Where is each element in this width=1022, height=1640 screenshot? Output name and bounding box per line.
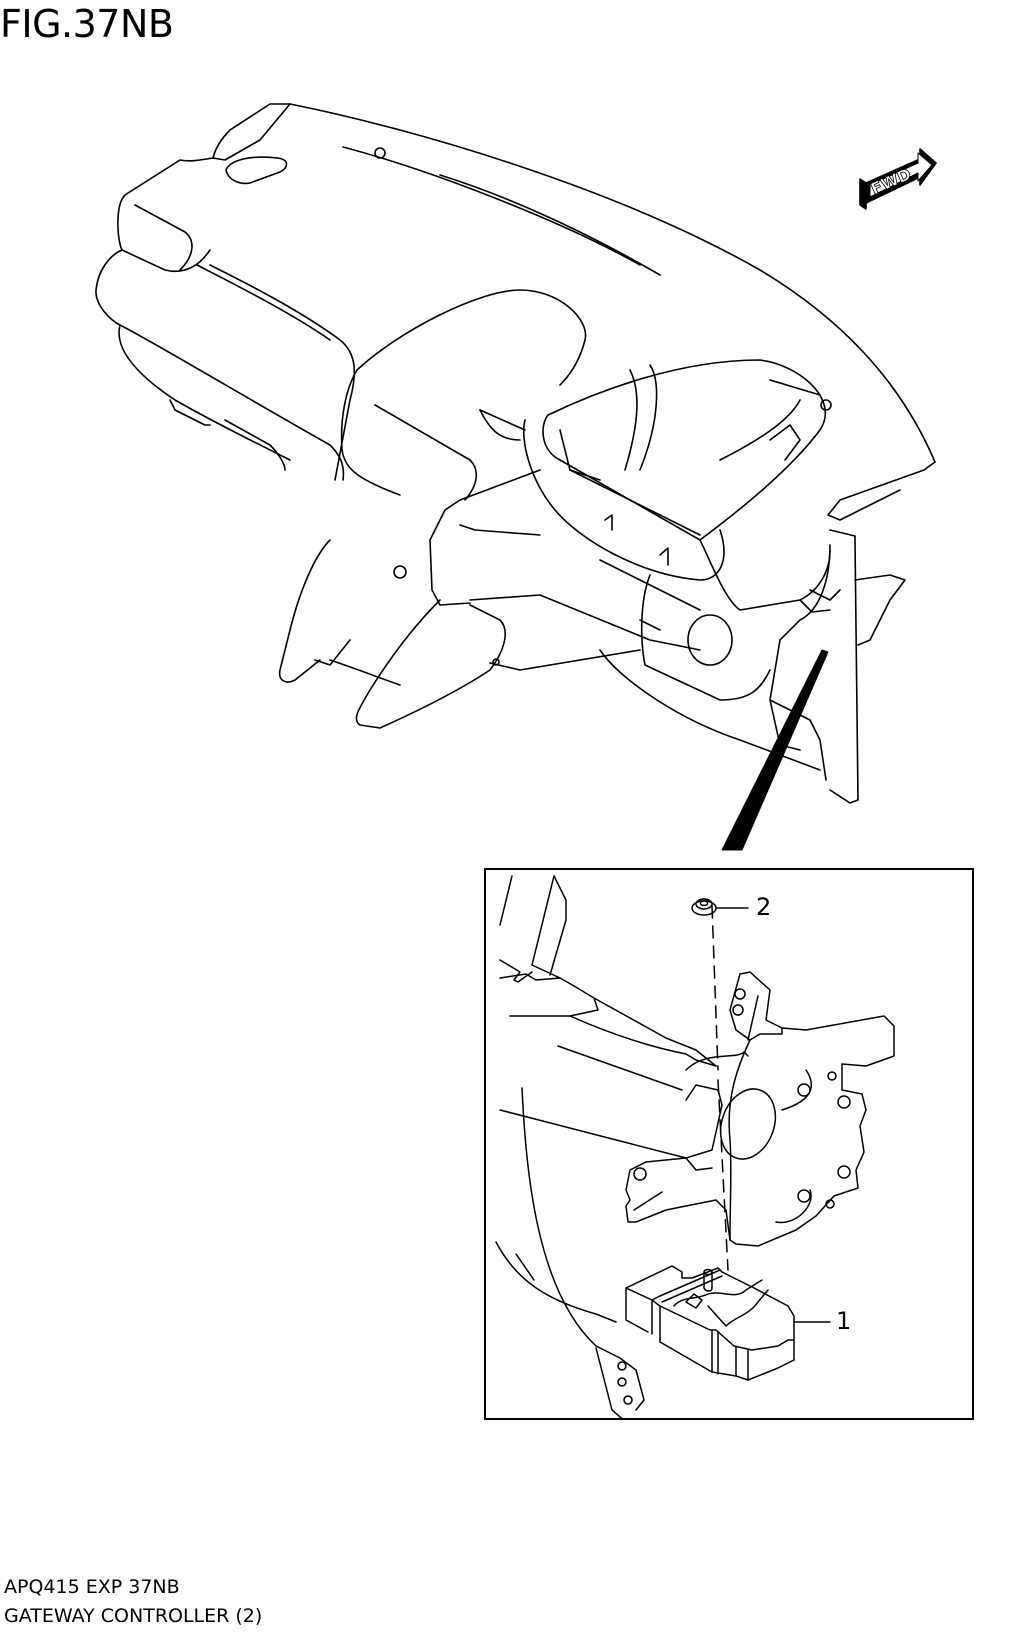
figure-code: APQ415 EXP 37NB — [4, 1576, 180, 1598]
dashboard-assembly-drawing: FWD — [0, 0, 1022, 880]
nut-part-2-icon — [692, 899, 748, 915]
svg-text:FWD: FWD — [868, 164, 914, 198]
figure-footer: APQ415 EXP 37NB GATEWAY CONTROLLER (2) — [4, 1573, 262, 1631]
figure-title: FIG.37NB — [0, 2, 174, 46]
pointer-wedge-icon — [722, 650, 828, 850]
callout-1-gateway-controller: 1 — [836, 1307, 852, 1335]
callout-2-nut: 2 — [756, 893, 772, 921]
fwd-arrow-icon: FWD — [860, 149, 936, 209]
gateway-controller-detail-drawing — [486, 870, 974, 1420]
detail-inset — [484, 868, 974, 1420]
figure-caption: GATEWAY CONTROLLER (2) — [4, 1605, 263, 1627]
gateway-controller-part-1-icon — [626, 1266, 830, 1380]
